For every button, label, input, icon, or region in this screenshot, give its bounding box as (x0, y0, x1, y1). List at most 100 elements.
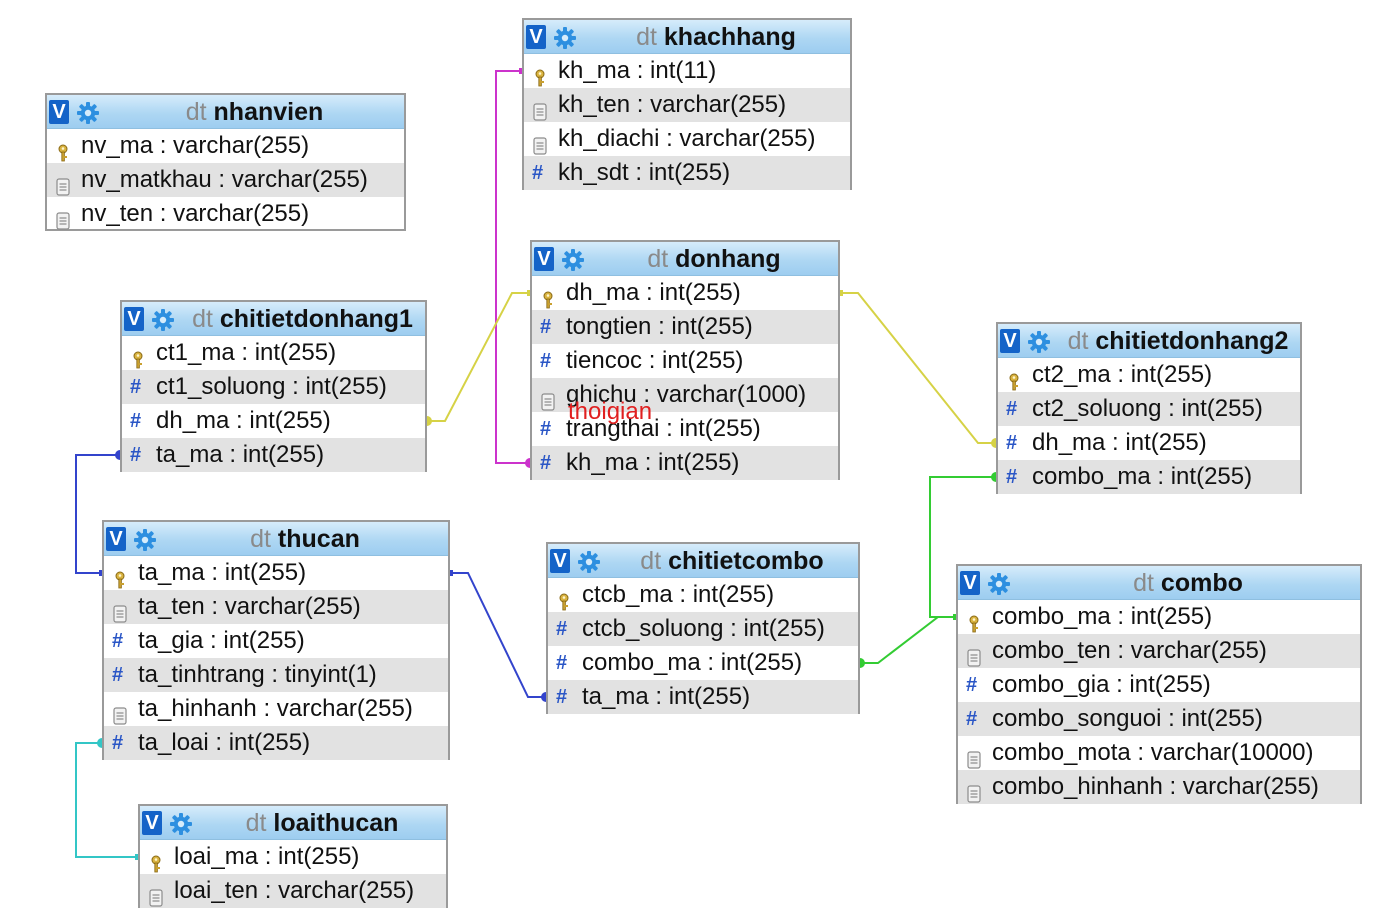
column-row[interactable]: #ta_loai : int(255) (104, 726, 448, 760)
column-row[interactable]: #ta_ma : int(255) (122, 438, 425, 472)
column-row[interactable]: loai_ma : int(255) (140, 840, 446, 874)
column-row[interactable]: ctcb_ma : int(255) (548, 578, 858, 612)
column-row[interactable]: nv_ten : varchar(255) (47, 197, 404, 231)
column-row[interactable]: kh_ten : varchar(255) (524, 88, 850, 122)
relation-line (75, 454, 120, 574)
column-row[interactable]: #dh_ma : int(255) (122, 404, 425, 438)
gear-icon[interactable] (577, 550, 601, 574)
column-row[interactable]: #kh_ma : int(255) (532, 446, 838, 480)
view-toggle-icon[interactable]: V (106, 527, 126, 551)
column-label: dh_ma : int(255) (566, 279, 741, 306)
table-title: dt combo (1020, 569, 1356, 597)
gear-icon[interactable] (76, 101, 100, 125)
column-row[interactable]: combo_ten : varchar(255) (958, 634, 1360, 668)
column-row[interactable]: #ct1_soluong : int(255) (122, 370, 425, 404)
table-prefix: dt (250, 525, 271, 553)
view-toggle-icon[interactable]: V (960, 571, 980, 595)
column-row[interactable]: ghichu : varchar(1000) (532, 378, 838, 412)
view-toggle-icon[interactable]: V (49, 100, 69, 124)
numeric-field-icon: # (540, 350, 552, 372)
column-row[interactable]: #ct2_soluong : int(255) (998, 392, 1300, 426)
view-toggle-icon[interactable]: V (534, 247, 554, 271)
column-row[interactable]: #ta_gia : int(255) (104, 624, 448, 658)
table-title: dt nhanvien (109, 98, 400, 126)
column-row[interactable]: #tiencoc : int(255) (532, 344, 838, 378)
column-label: ghichu : varchar(1000) (566, 381, 807, 408)
column-row[interactable]: dh_ma : int(255) (532, 276, 838, 310)
gear-icon[interactable] (1027, 330, 1051, 354)
column-row[interactable]: ta_ten : varchar(255) (104, 590, 448, 624)
gear-icon[interactable] (151, 308, 175, 332)
text-field-icon (967, 779, 981, 803)
table-name: chitietcombo (668, 547, 824, 575)
column-row[interactable]: nv_matkhau : varchar(255) (47, 163, 404, 197)
numeric-field-icon: # (112, 630, 124, 652)
column-row[interactable]: combo_hinhanh : varchar(255) (958, 770, 1360, 804)
column-row[interactable]: ct1_ma : int(255) (122, 336, 425, 370)
view-toggle-icon[interactable]: V (124, 307, 144, 331)
column-row[interactable]: #combo_songuoi : int(255) (958, 702, 1360, 736)
view-toggle-icon[interactable]: V (142, 811, 162, 835)
view-toggle-icon[interactable]: V (1000, 329, 1020, 353)
column-row[interactable]: #combo_ma : int(255) (998, 460, 1300, 494)
table-title: dt chitietdonhang1 (184, 305, 421, 333)
column-row[interactable]: loai_ten : varchar(255) (140, 874, 446, 908)
table-prefix: dt (245, 809, 267, 837)
column-row[interactable]: #ta_ma : int(255) (548, 680, 858, 714)
column-label: combo_mota : varchar(10000) (992, 739, 1314, 766)
column-row[interactable]: #dh_ma : int(255) (998, 426, 1300, 460)
table-prefix: dt (185, 98, 207, 126)
column-row[interactable]: #combo_ma : int(255) (548, 646, 858, 680)
text-field-icon (113, 599, 127, 623)
column-row[interactable]: #kh_sdt : int(255) (524, 156, 850, 190)
text-field-icon (56, 206, 70, 230)
gear-icon[interactable] (561, 248, 585, 272)
column-row[interactable]: combo_ma : int(255) (958, 600, 1360, 634)
column-row[interactable]: ta_ma : int(255) (104, 556, 448, 590)
column-row[interactable]: ta_hinhanh : varchar(255) (104, 692, 448, 726)
column-row[interactable]: kh_ma : int(11) (524, 54, 850, 88)
gear-icon[interactable] (133, 528, 157, 552)
view-toggle-icon[interactable]: V (526, 25, 546, 49)
column-row[interactable]: #ta_tinhtrang : tinyint(1) (104, 658, 448, 692)
gear-icon[interactable] (169, 812, 193, 836)
column-row[interactable]: #tongtien : int(255) (532, 310, 838, 344)
column-row[interactable]: ct2_ma : int(255) (998, 358, 1300, 392)
key-icon (56, 138, 70, 162)
table-prefix: dt (640, 547, 662, 575)
table-name: chitietdonhang1 (219, 305, 413, 333)
column-label: nv_ma : varchar(255) (81, 132, 310, 159)
column-row[interactable]: kh_diachi : varchar(255) (524, 122, 850, 156)
gear-icon[interactable] (553, 26, 577, 50)
relation-line (929, 476, 996, 618)
table-prefix: dt (192, 305, 213, 333)
column-row[interactable]: #ctcb_soluong : int(255) (548, 612, 858, 646)
table-name: combo (1160, 569, 1243, 597)
gear-icon[interactable] (987, 572, 1011, 596)
column-row[interactable]: #combo_gia : int(255) (958, 668, 1360, 702)
column-row[interactable]: nv_ma : varchar(255) (47, 129, 404, 163)
column-row[interactable]: #trangthai : int(255) (532, 412, 838, 446)
numeric-field-icon: # (1006, 398, 1018, 420)
column-row[interactable]: combo_mota : varchar(10000) (958, 736, 1360, 770)
view-toggle-icon[interactable]: V (550, 549, 570, 573)
